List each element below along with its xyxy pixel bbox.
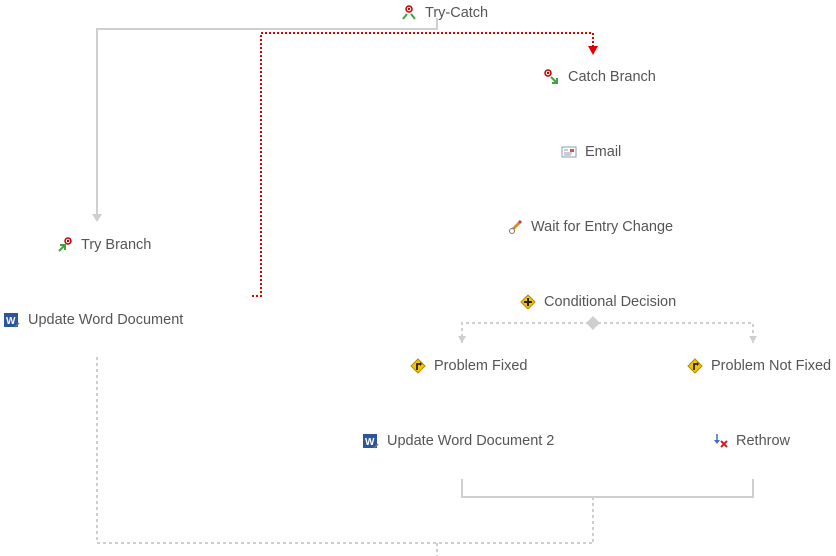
node-email[interactable]: Email xyxy=(561,141,621,163)
node-problem-not-fixed[interactable]: Problem Not Fixed xyxy=(687,355,831,377)
email-icon xyxy=(561,144,577,160)
decision-split-diamond xyxy=(586,316,600,330)
connector-decision-merge xyxy=(461,479,754,498)
node-label: Try Branch xyxy=(81,237,152,253)
connector-decision-split xyxy=(461,322,754,343)
word-document-icon: W xyxy=(4,312,20,328)
node-label: Problem Fixed xyxy=(434,358,528,374)
arrowhead-try-branch xyxy=(92,214,102,222)
node-label: Email xyxy=(585,144,622,160)
node-rethrow[interactable]: Rethrow xyxy=(712,430,790,452)
node-label: Wait for Entry Change xyxy=(531,219,674,235)
svg-text:W: W xyxy=(6,316,16,327)
node-label: Catch Branch xyxy=(568,69,656,85)
node-wait-for-entry-change[interactable]: Wait for Entry Change xyxy=(507,216,673,238)
try-branch-icon xyxy=(57,237,73,253)
svg-text:W: W xyxy=(365,437,375,448)
rethrow-icon xyxy=(712,433,728,449)
connector-try-catch-to-try-branch xyxy=(96,18,438,216)
node-try-catch[interactable]: Try-Catch xyxy=(401,2,488,24)
connector-error-to-catch-branch xyxy=(252,32,594,297)
decision-icon xyxy=(520,294,536,310)
arrowhead-catch-branch xyxy=(588,46,598,55)
node-catch-branch[interactable]: Catch Branch xyxy=(544,66,656,88)
node-label: Try-Catch xyxy=(425,5,489,21)
arrowhead-problem-fixed xyxy=(458,336,466,343)
wait-pencil-icon xyxy=(507,219,523,235)
node-try-branch[interactable]: Try Branch xyxy=(57,234,151,256)
branch-sign-icon xyxy=(410,358,426,374)
node-problem-fixed[interactable]: Problem Fixed xyxy=(410,355,527,377)
word-document-icon: W xyxy=(363,433,379,449)
arrowhead-problem-not-fixed xyxy=(749,336,757,343)
catch-branch-icon xyxy=(544,69,560,85)
node-label: Conditional Decision xyxy=(544,294,677,310)
node-label: Update Word Document 2 xyxy=(387,433,555,449)
node-update-word-document[interactable]: W Update Word Document xyxy=(4,309,183,331)
branch-sign-icon xyxy=(687,358,703,374)
node-label: Update Word Document xyxy=(28,312,184,328)
node-update-word-document-2[interactable]: W Update Word Document 2 xyxy=(363,430,554,452)
node-label: Problem Not Fixed xyxy=(711,358,832,374)
node-label: Rethrow xyxy=(736,433,790,449)
try-catch-icon xyxy=(401,5,417,21)
connector-try-branch-down xyxy=(96,357,593,544)
node-conditional-decision[interactable]: Conditional Decision xyxy=(520,291,676,313)
